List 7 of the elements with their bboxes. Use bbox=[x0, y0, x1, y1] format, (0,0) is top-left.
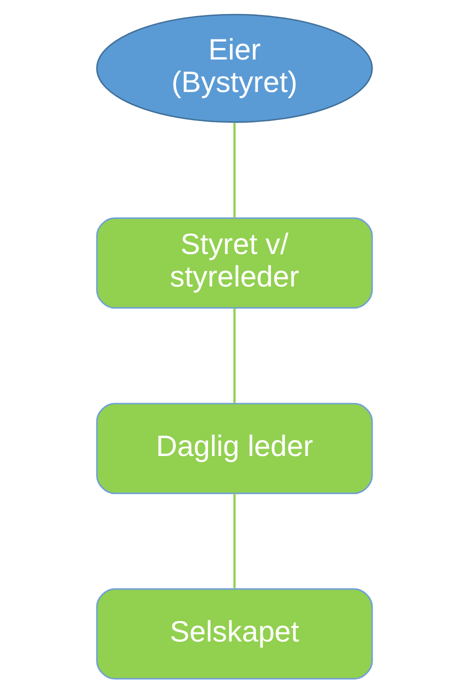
node-box: Daglig leder bbox=[96, 402, 373, 494]
node-box: Selskapet bbox=[96, 588, 373, 680]
node-ellipse: Eier (Bystyret) bbox=[96, 14, 373, 123]
connector bbox=[233, 122, 236, 218]
node-box: Styret v/ styreleder bbox=[96, 217, 373, 309]
connector bbox=[233, 308, 236, 403]
connector bbox=[233, 494, 236, 588]
